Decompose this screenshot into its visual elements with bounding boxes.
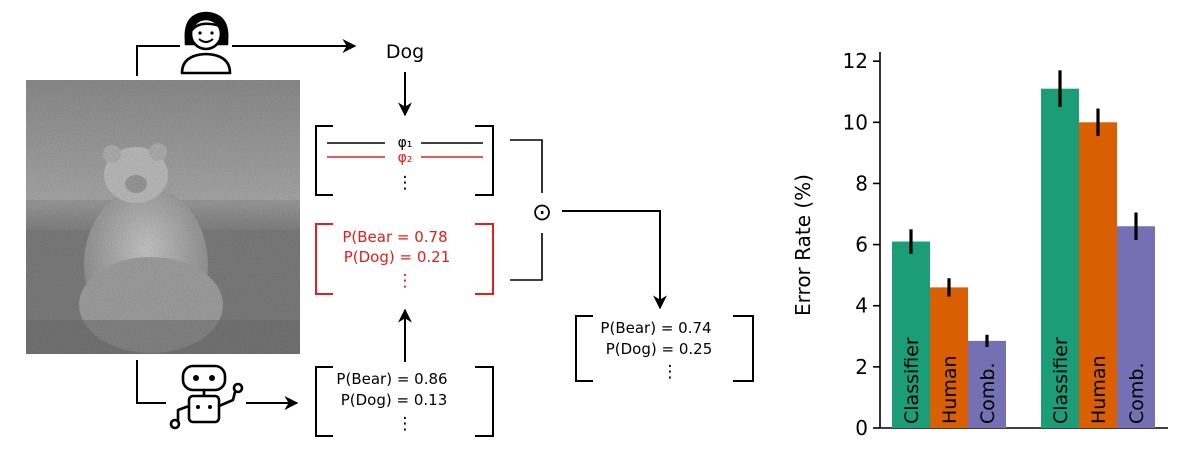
phi-left-bracket — [315, 125, 333, 196]
bar-label: Comb. — [1126, 363, 1148, 425]
bar-label: Comb. — [977, 363, 999, 425]
human-prob-ellipsis: ⋮ — [397, 271, 414, 291]
combine-connector-top — [510, 139, 543, 193]
bar-classifier — [892, 241, 930, 428]
classifier-prob-bear: P(Bear) = 0.86 — [336, 370, 447, 388]
error-rate-chart: Error Rate (%) 0 2 4 6 8 10 12 Classifier Human… — [791, 49, 1168, 440]
classifier-probability-vector: P(Bear) = 0.86 P(Dog) = 0.13 ⋮ — [315, 308, 494, 437]
combined-prob-left-bracket — [575, 315, 593, 382]
human-annotator-icon — [180, 11, 232, 75]
bar-comb — [968, 340, 1006, 428]
classifier-path — [136, 360, 299, 430]
robot-classifier-icon — [166, 362, 246, 430]
classifier-prob-dog: P(Dog) = 0.13 — [341, 391, 448, 409]
human-prob-right-bracket — [475, 223, 494, 295]
y-tick-label: 8 — [855, 171, 868, 195]
human-prob-bear: P(Bear = 0.78 — [342, 228, 447, 246]
bar-label: Classifier — [901, 337, 923, 424]
classifier-prob-ellipsis: ⋮ — [397, 414, 414, 434]
y-tick-label: 2 — [855, 355, 868, 379]
y-tick-label: 10 — [843, 110, 868, 134]
bear-photo — [26, 80, 300, 354]
classifier-prob-right-bracket — [475, 366, 494, 437]
human-arrow — [136, 39, 357, 76]
bar-human — [1079, 122, 1117, 428]
y-tick-label: 4 — [855, 294, 868, 318]
bar-classifier — [1041, 88, 1079, 429]
phi-2-label: φ₂ — [398, 150, 413, 166]
combine-connector-bottom — [510, 233, 543, 281]
combined-prob-right-bracket — [733, 315, 754, 382]
phi-ellipsis: ⋮ — [397, 173, 414, 193]
bar-label: Human — [1088, 355, 1110, 424]
combined-prob-ellipsis: ⋮ — [662, 362, 679, 382]
y-tick-label: 12 — [843, 49, 868, 73]
bar-label: Human — [939, 355, 961, 424]
y-tick-label: 6 — [855, 233, 868, 257]
y-axis-label: Error Rate (%) — [791, 174, 815, 316]
human-prob-dog: P(Dog) = 0.21 — [344, 248, 451, 266]
combined-arrow — [562, 210, 667, 310]
human-prob-left-bracket — [315, 223, 333, 295]
phi-right-bracket — [475, 125, 494, 196]
bar-label: Classifier — [1050, 337, 1072, 424]
bar-comb — [1117, 226, 1155, 428]
bars: Classifier Human Comb. Classifier Human Comb. — [892, 70, 1155, 429]
phi-1-label: φ₁ — [398, 135, 413, 151]
classifier-prob-left-bracket — [315, 366, 333, 437]
bar-human — [930, 287, 968, 428]
combined-prob-bear: P(Bear) = 0.74 — [600, 319, 711, 337]
combined-prob-dog: P(Dog) = 0.25 — [606, 340, 713, 358]
input-image — [26, 80, 300, 354]
y-tick-label: 0 — [855, 416, 868, 440]
combine-operator: ⊙ — [532, 198, 552, 226]
human-probability-vector: P(Bear = 0.78 P(Dog) = 0.21 ⋮ — [315, 223, 494, 295]
human-path: Dog — [136, 11, 424, 117]
phi-vector: φ₁ φ₂ ⋮ — [315, 125, 494, 196]
human-label: Dog — [386, 41, 424, 63]
combination: ⊙ P(Bear) = 0.74 P(Dog) = 0.25 ⋮ — [510, 139, 754, 382]
